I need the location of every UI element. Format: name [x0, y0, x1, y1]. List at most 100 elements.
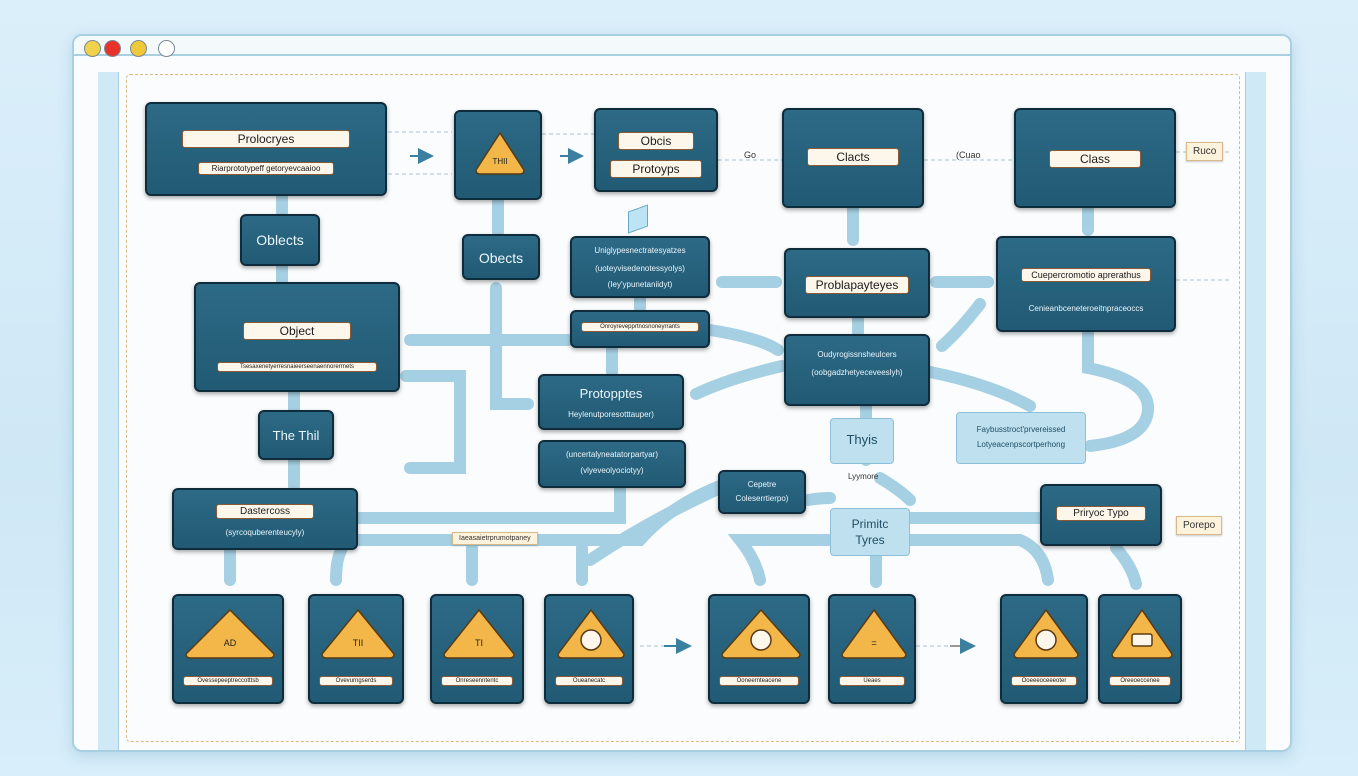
strip-note: Iaeasaietrprumotpaney [452, 532, 538, 545]
bottom-tile[interactable]: Ooeeeoceeeoter [1000, 594, 1088, 704]
tile-label: Ooeeeoceeeoter [1011, 676, 1077, 686]
arrow-curve [904, 534, 1054, 586]
bottom-tile[interactable]: AD Ovessepeeptreccotttsb [172, 594, 284, 704]
this-node[interactable]: THII [454, 110, 542, 200]
arrow-curve [1110, 542, 1142, 590]
bottom-tile[interactable]: Oreeoeccenee [1098, 594, 1182, 704]
node-line: (uoteyvisedenotessyolys) [595, 264, 685, 273]
bottom-tile[interactable]: Oueanecatc [544, 594, 634, 704]
protapytes-node[interactable]: Problapayteyes [784, 248, 930, 318]
node-title: Clacts [807, 148, 899, 166]
rect-icon [1111, 608, 1173, 659]
ruco-note: Ruco [1186, 142, 1224, 161]
cueper-node[interactable]: Cuepercromotio aprerathus Cenieanbcenete… [996, 236, 1176, 332]
go-label: Go [744, 150, 757, 160]
triangle-icon: AD [185, 608, 275, 659]
arrow-curve [704, 324, 784, 356]
porepo-note: Porepo [1176, 516, 1223, 535]
window-control-icon[interactable] [158, 40, 175, 57]
node-line: (Iey'ypunetaniidyt) [607, 280, 673, 289]
objects-prototypes-node[interactable]: Obcis Protoyps [594, 108, 718, 192]
icon-label: TI [475, 638, 483, 648]
prototypes-node[interactable]: Prolocryes Riarprototypeff getoryevcaaio… [145, 102, 387, 196]
triangle-icon: TI [443, 608, 515, 659]
object-node[interactable]: Object Tsesaxenetyerresnaieerseenaennore… [194, 282, 400, 392]
node-line: Primitc [851, 517, 889, 531]
bottom-tile[interactable]: =Ueaes [828, 594, 916, 704]
node-title: Priryoc Typo [1056, 506, 1146, 521]
title-bar [74, 36, 1290, 56]
cuao-label: (Cuao [956, 150, 981, 160]
maximize-icon[interactable] [130, 40, 147, 57]
the-thi-node[interactable]: The Thil [258, 410, 334, 460]
dastercoss-node[interactable]: Dastercoss (syrcoquberenteucyly) [172, 488, 358, 550]
node-line: (oobgadzhetyeceveeslyh) [811, 368, 903, 377]
diagram-canvas [126, 74, 1240, 742]
icon-label: TII [353, 638, 364, 648]
close-icon[interactable] [104, 40, 121, 57]
class-node[interactable]: Class [1014, 108, 1176, 208]
oudyr-node[interactable]: Oudyrogissnsheulcers (oobgadzhetyecevees… [784, 334, 930, 406]
node-title: Dastercoss [216, 504, 314, 519]
node-title: Problapayteyes [805, 276, 909, 294]
node-line: (vlyeveolyociotyy) [580, 466, 644, 475]
tile-label: Ovessepeeptreccotttsb [183, 676, 273, 686]
arrow-line [802, 492, 836, 506]
node-title: Obects [478, 250, 524, 266]
primitc-node[interactable]: Primitc Tyres [830, 508, 910, 556]
arrow-curve [874, 472, 916, 506]
bottom-tile[interactable]: TII Ovevurngserds [308, 594, 404, 704]
node-subtitle: Protoyps [610, 160, 702, 178]
objects-node-left[interactable]: Oblects [240, 214, 320, 266]
icon-label: AD [224, 638, 237, 648]
node-title: The Thil [272, 428, 320, 443]
node-line: Faybusstroct'prvereissed [976, 425, 1066, 434]
node-subtitle: Riarprototypeff getoryevcaaioo [198, 162, 334, 175]
node-title: Onroyrevepprtnosnoneyrrants [581, 322, 699, 332]
right-panel [1245, 72, 1266, 750]
node-line: Coleserrtierpo) [735, 494, 789, 503]
node-title: Class [1049, 150, 1141, 168]
icon-label: THII [492, 157, 507, 166]
bottom-tile[interactable]: Ooneernteacene [708, 594, 810, 704]
node-title: Object [243, 322, 351, 340]
arrow-curve [936, 298, 986, 352]
node-title: Oblects [256, 232, 304, 248]
cepetre-node[interactable]: Cepetre Coleserrtierpo) [718, 470, 806, 514]
icon-label: = [871, 638, 876, 648]
clacts-node[interactable]: Clacts [782, 108, 924, 208]
bottom-tile[interactable]: TI Onreseenntentc [430, 594, 524, 704]
proto-strip-node[interactable]: Onroyrevepprtnosnoneyrrants [570, 310, 710, 348]
node-line: Uniglypesnectratesyatzes [594, 246, 686, 255]
node-line: (uncertalyneatatorpartyar) [565, 450, 659, 459]
uncert-node[interactable]: (uncertalyneatatorpartyar) (vlyeveolyoci… [538, 440, 686, 488]
tile-label: Ooneernteacene [719, 676, 799, 686]
node-line: Lotyeacenpscortperhong [976, 440, 1066, 449]
arrow-curve [690, 360, 788, 400]
minimize-icon[interactable] [84, 40, 101, 57]
priryoc-node[interactable]: Priryoc Typo [1040, 484, 1162, 546]
arrow-curve [584, 482, 726, 566]
triangle-icon: TII [321, 608, 395, 659]
faybus-node[interactable]: Faybusstroct'prvereissed Lotyeacenpscort… [956, 412, 1086, 464]
tile-label: Oreeoeccenee [1109, 676, 1171, 686]
arrow-curve [727, 534, 836, 586]
node-title: Cuepercromotio aprerathus [1021, 268, 1151, 282]
mid-info-node[interactable]: Uniglypesnectratesyatzes (uoteyvisedenot… [570, 236, 710, 298]
protoptes-node[interactable]: Protopptes Heylenutporesotttauper) [538, 374, 684, 430]
arrow-elbow [490, 282, 534, 410]
node-subtitle: (syrcoquberenteucyly) [225, 528, 305, 537]
arrow-curve [1082, 328, 1154, 452]
node-line: Oudyrogissnsheulcers [817, 350, 897, 359]
tile-label: Ovevurngserds [319, 676, 393, 686]
node-subtitle: Tsesaxenetyerresnaieerseenaennorerrnets [217, 362, 377, 372]
node-subtitle: Cenieanbceneteroeitnpraceoccs [1028, 304, 1144, 313]
tile-label: Onreseenntentc [441, 676, 513, 686]
objects-node-mid[interactable]: Obects [462, 234, 540, 280]
thyis-node[interactable]: Thyis [830, 418, 894, 464]
circle-icon [721, 608, 801, 659]
tile-label: Oueanecatc [555, 676, 623, 686]
arrow-elbow [400, 370, 466, 474]
node-title: Prolocryes [182, 130, 350, 148]
